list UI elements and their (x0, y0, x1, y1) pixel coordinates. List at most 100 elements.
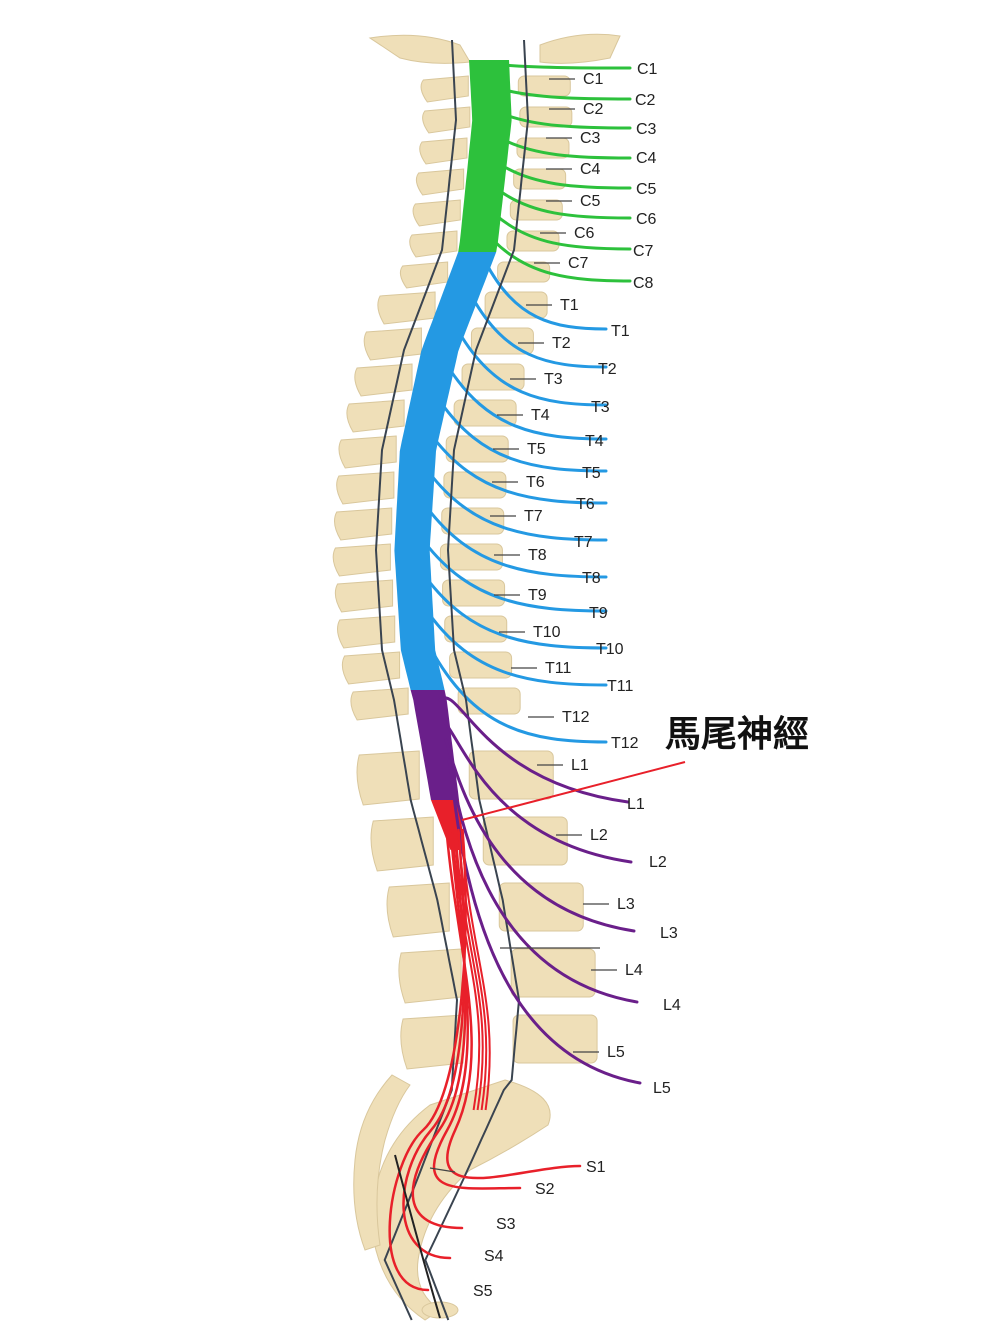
cervical-nerve-C5 (499, 163, 632, 190)
cauda-nerves (388, 696, 642, 1319)
cervical-nerve-label-c4: C4 (636, 150, 657, 167)
thoracic-nerve-T10 (424, 575, 608, 650)
spinous-process (341, 651, 401, 685)
cervical-nerve-label-c7: C7 (633, 243, 654, 260)
cauda-strand (451, 829, 481, 1111)
thoracic-nerve-label-t6: T6 (576, 496, 595, 513)
spinous-process (420, 75, 469, 103)
sacral-nerve-label-s1: S1 (586, 1159, 606, 1176)
vertebral-body (506, 230, 560, 252)
vertebra-label-c1: C1 (583, 71, 604, 88)
sacral-nerve-label-s2: S2 (535, 1181, 555, 1198)
spinous-process (419, 137, 468, 165)
vertebra-label-l5: L5 (607, 1044, 625, 1061)
sacral-nerve-label-s5: S5 (473, 1283, 493, 1300)
cervical-nerve-C6 (496, 188, 632, 220)
vertebral-body (512, 1014, 598, 1064)
labels: C1C2C3C4C5C6C7T1T2T3T4T5T6T7T8T9T10T11T1… (473, 61, 681, 1300)
cauda-equina-title: 馬尾神經 (665, 714, 809, 755)
vertebral-body (457, 687, 521, 715)
skull-base-left (368, 34, 471, 64)
sacral-nerve-label-s4: S4 (484, 1248, 504, 1265)
spinous-process (412, 199, 461, 227)
cervical-nerve-C8 (491, 238, 632, 283)
spinous-process (332, 543, 391, 577)
vertebral-body (442, 579, 506, 607)
vertebra-label-c7: C7 (568, 255, 589, 272)
cauda-equina-pointer (461, 761, 686, 821)
cervical-nerve-C1 (501, 63, 632, 70)
thoracic-nerve-T8 (425, 505, 608, 579)
vertebral-body (441, 507, 505, 535)
cervical-nerve-label-c2: C2 (635, 92, 656, 109)
lumbar-nerve-L4 (447, 758, 639, 1004)
vertebral-body (443, 471, 507, 499)
thoracic-nerve-T6 (431, 435, 608, 505)
cervical-nerve-C2 (503, 88, 632, 101)
cauda-strand (457, 829, 488, 1111)
vertebra-label-t9: T9 (528, 587, 547, 604)
lumbar-nerve-label-l5: L5 (653, 1080, 671, 1097)
vertebral-body (482, 816, 568, 866)
vertebra-label-c3: C3 (580, 130, 601, 147)
vertebra-label-c6: C6 (574, 225, 595, 242)
skull-base-right (539, 33, 621, 64)
spinous-process (334, 579, 394, 613)
vertebra-label-l3: L3 (617, 896, 635, 913)
vertebra-label-c5: C5 (580, 193, 601, 210)
vertebral-body (449, 651, 513, 679)
thoracic-nerve-label-t10: T10 (596, 641, 624, 658)
thoracic-nerve-T7 (427, 470, 608, 542)
spinous-process (336, 471, 395, 505)
spinous-process (338, 435, 397, 469)
vertebra-label-t11: T11 (545, 660, 571, 677)
thoracic-nerve-label-t4: T4 (585, 433, 604, 450)
vertebra-label-t3: T3 (544, 371, 563, 388)
vertebra-label-c2: C2 (583, 101, 604, 118)
thoracic-nerve-T1 (483, 260, 608, 331)
vertebra-label-t6: T6 (526, 474, 545, 491)
vertebra-label-c4: C4 (580, 161, 601, 178)
thoracic-nerve-T12 (428, 645, 608, 744)
sacral-nerve-S4 (402, 828, 466, 1260)
spinous-process (336, 615, 396, 649)
sacral-nerve-label-s3: S3 (496, 1216, 516, 1233)
lumbar-nerve-label-l2: L2 (649, 854, 667, 871)
thoracic-nerve-label-t2: T2 (598, 361, 617, 378)
spinous-process (377, 291, 436, 325)
thoracic-nerve-label-t9: T9 (589, 605, 608, 622)
lumbar-nerve-label-l4: L4 (663, 997, 681, 1014)
spinous-process (350, 687, 409, 721)
cervical-nerve-label-c1: C1 (637, 61, 658, 78)
thoracic-nerve-T11 (426, 610, 608, 687)
vertebra-label-t4: T4 (531, 407, 550, 424)
spinous-process (356, 750, 420, 806)
vertebral-body (470, 327, 534, 355)
cervical-nerve-C7 (494, 213, 632, 251)
filum-terminale (394, 1154, 441, 1319)
spinous-process (422, 106, 471, 134)
thoracic-nerve-T3 (457, 330, 608, 407)
thoracic-nerve-label-t3: T3 (591, 399, 610, 416)
vertebral-column (332, 33, 621, 1321)
sacral-nerve-S5 (388, 828, 467, 1292)
vertebra-label-l1: L1 (571, 757, 589, 774)
cord-lumbar (410, 690, 459, 800)
cauda-strand (454, 829, 484, 1111)
cervical-nerve-C4 (502, 138, 632, 160)
thoracic-nerve-T9 (422, 540, 608, 613)
sacral-nerve-S3 (411, 828, 467, 1230)
vertebral-body (510, 948, 596, 998)
spinous-process (346, 399, 405, 433)
cervical-nerve-C3 (504, 113, 632, 130)
cord-thoracic (394, 252, 497, 690)
thoracic-nerve-label-t12: T12 (611, 735, 639, 752)
vertebra-label-t12: T12 (562, 709, 590, 726)
spinous-process (400, 1014, 464, 1070)
cord-cervical (458, 60, 512, 252)
lumbar-nerve-L3 (444, 738, 636, 933)
thoracic-nerve-label-t8: T8 (582, 570, 601, 587)
vertebra-label-l4: L4 (625, 962, 643, 979)
cervical-nerve-label-c6: C6 (636, 211, 657, 228)
